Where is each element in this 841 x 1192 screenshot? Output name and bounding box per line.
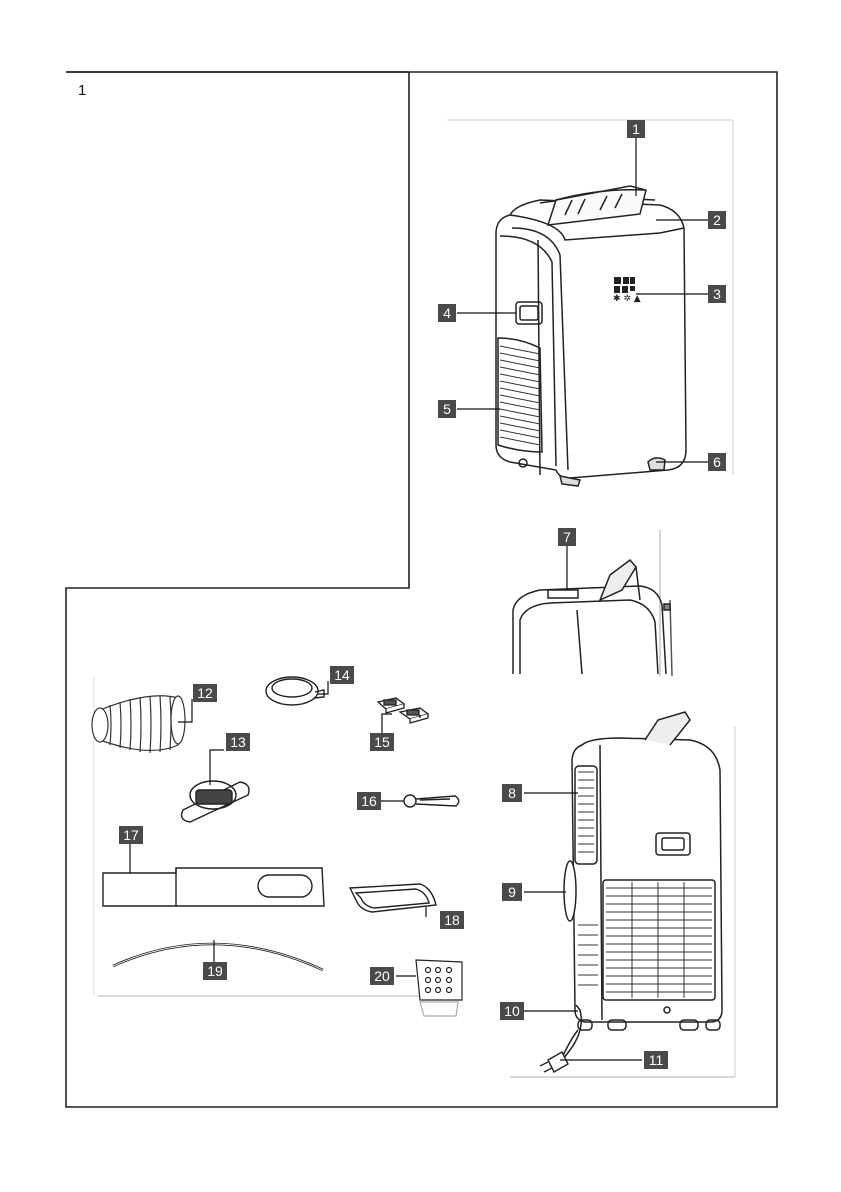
callout-20: 20: [370, 967, 394, 985]
svg-text:4: 4: [443, 305, 451, 321]
svg-text:13: 13: [230, 734, 246, 750]
svg-text:8: 8: [508, 785, 516, 801]
callout-8: 8: [502, 784, 522, 802]
svg-text:2: 2: [713, 212, 721, 228]
callout-10: 10: [500, 1002, 524, 1020]
svg-text:1: 1: [632, 121, 640, 137]
svg-text:14: 14: [334, 667, 350, 683]
callout-7: 7: [558, 528, 576, 546]
svg-text:18: 18: [444, 912, 460, 928]
svg-text:19: 19: [207, 963, 223, 979]
callout-9: 9: [502, 883, 522, 901]
callout-15: 15: [370, 733, 394, 751]
callout-14: 14: [330, 666, 354, 684]
callout-18: 18: [440, 911, 464, 929]
svg-text:9: 9: [508, 884, 516, 900]
svg-text:15: 15: [374, 734, 390, 750]
callout-11: 11: [644, 1051, 668, 1069]
callout-3: 3: [708, 285, 726, 303]
svg-text:5: 5: [443, 401, 451, 417]
callout-19: 19: [203, 962, 227, 980]
callout-17: 17: [119, 826, 143, 844]
callout-13: 13: [226, 733, 250, 751]
svg-text:7: 7: [563, 529, 571, 545]
svg-text:10: 10: [504, 1003, 520, 1019]
callout-16: 16: [357, 792, 381, 810]
svg-text:17: 17: [123, 827, 139, 843]
callout-2: 2: [708, 211, 726, 229]
callout-12: 12: [193, 684, 217, 702]
callout-1: 1: [627, 120, 645, 138]
svg-text:6: 6: [713, 454, 721, 470]
callout-5: 5: [438, 400, 456, 418]
svg-text:3: 3: [713, 286, 721, 302]
callout-4: 4: [438, 304, 456, 322]
svg-text:12: 12: [197, 685, 213, 701]
svg-text:20: 20: [374, 968, 390, 984]
svg-text:16: 16: [361, 793, 377, 809]
callout-6: 6: [708, 453, 726, 471]
svg-text:11: 11: [649, 1052, 664, 1068]
